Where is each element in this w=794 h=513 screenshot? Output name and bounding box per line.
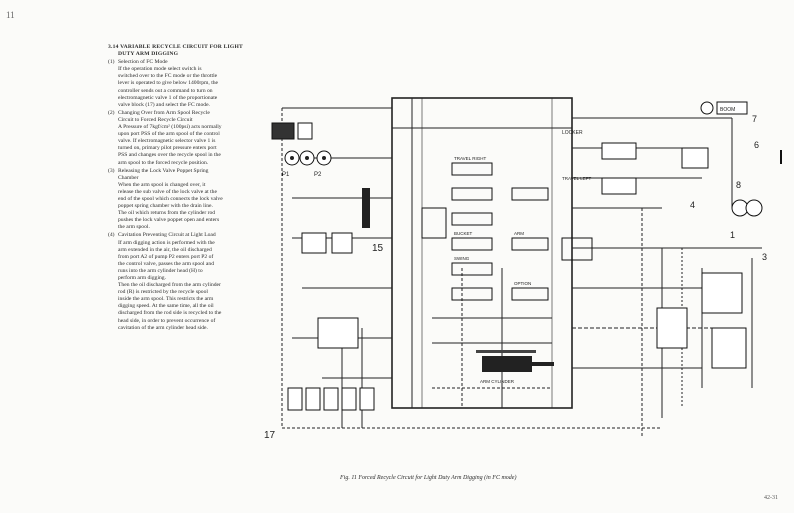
item-number: (3) (108, 167, 115, 174)
label-p1: P1 (282, 172, 290, 178)
item-body-line: rod (R) is restricted by the recycle spo… (118, 289, 208, 296)
label-4: 4 (690, 200, 695, 210)
item-body-line: If the operation mode select switch is (118, 66, 202, 73)
label-15: 15 (372, 243, 384, 254)
item-number: (4) (108, 232, 115, 239)
corner-mark: 11 (6, 10, 15, 20)
item-heading-text: Cavitation Preventing Circuit at Light L… (118, 232, 216, 239)
figure-caption: Fig. 11 Forced Recycle Circuit for Light… (340, 475, 517, 481)
page-number: 42-31 (764, 495, 778, 501)
section-title-line1: 3.14 VARIABLE RECYCLE CIRCUIT FOR LIGHT (108, 44, 243, 50)
section-title: 3.14 VARIABLE RECYCLE CIRCUIT FOR LIGHT … (108, 44, 270, 58)
item-body-line: electromagnetic valve 1 of the proportio… (118, 94, 218, 101)
item-body-line: A Pressure of 7kgf/cm² (100psi) acts nor… (118, 124, 222, 131)
item-body-line: upon port PSS of the arm spool of the co… (118, 131, 220, 138)
label-17: 17 (264, 430, 276, 441)
item-body-line: switched over to the FC mode or the thro… (118, 73, 218, 80)
label-swing: SWING (454, 256, 470, 261)
label-p2: P2 (314, 172, 322, 178)
item-heading: (3)Releasing the Lock Valve Poppet Sprin… (108, 168, 270, 175)
item-body-line: valve. If electromagnetic selector valve… (118, 138, 216, 145)
item-body-line: end of the spool which connects the lock… (118, 195, 223, 202)
item-heading: (2)Changing Over from Arm Spool Recycle (108, 110, 270, 117)
item-heading-text: Selection of FC Mode (118, 59, 168, 66)
item-body-line: The oil which returns from the cylinder … (118, 210, 216, 217)
item-body-line: perform arm digging. (118, 275, 167, 281)
label-option: OPTION (514, 281, 531, 286)
item-body-line: arm spool to the forced recycle position… (118, 159, 209, 166)
item-body-line: the control valve, passes the arm spool … (118, 260, 215, 267)
label-travel-right: TRAVEL RIGHT (454, 156, 487, 161)
item-number: (1) (108, 59, 115, 66)
item-heading: (4)Cavitation Preventing Circuit at Ligh… (108, 232, 270, 239)
item-body-line: pushes the lock valve poppet open and en… (118, 217, 220, 224)
hydraulic-circuit-diagram: 17 15 7 6 8 4 3 1 P1 P2 BOOM LOCKER TRAV… (264, 97, 767, 441)
section-item: (3)Releasing the Lock Valve Poppet Sprin… (108, 168, 270, 232)
item-heading-line2: Chamber (118, 174, 139, 181)
section-title-line2: DUTY ARM DIGGING (118, 51, 179, 58)
item-body-line: cavitation of the arm cylinder head side… (118, 324, 208, 331)
item-body-line: runs into the arm cylinder head (H) to (118, 267, 203, 274)
item-body-line: PSS and changes over the recycle spool i… (118, 152, 221, 159)
item-body-line: release the sub valve of the lock valve … (118, 188, 217, 195)
item-body-line: controller sends out a command to turn o… (118, 87, 213, 94)
item-number: (2) (108, 109, 115, 116)
label-7: 7 (752, 114, 757, 124)
item-body-line: head side, in order to prevent occurrenc… (118, 317, 216, 324)
item-body-line: When the arm spool is changed over, it (118, 181, 206, 188)
item-heading-line2: Circuit to Forced Recycle Circuit (118, 116, 193, 123)
item-body-line: digging speed. At the same time, all the… (118, 303, 214, 310)
label-boom: BOOM (720, 107, 735, 113)
item-body-line: turned on, primary pilot pressure enters… (118, 145, 217, 152)
item-body-line: poppet spring chamber with the drain lin… (118, 203, 213, 210)
text-column: 3.14 VARIABLE RECYCLE CIRCUIT FOR LIGHT … (108, 44, 270, 332)
item-body-line: from port A2 of pump P2 enters port P2 o… (118, 253, 214, 260)
label-3: 3 (762, 252, 767, 262)
label-travel-left: TRAVEL LEFT (562, 176, 592, 181)
item-body-line: lever is operated to give below 1400rpm,… (118, 80, 219, 87)
label-arm: ARM (514, 231, 524, 236)
item-heading-text: Releasing the Lock Valve Poppet Spring (118, 167, 209, 174)
label-1: 1 (730, 230, 735, 240)
item-body-line: discharged from the rod side is recycled… (118, 310, 222, 317)
label-6: 6 (754, 140, 759, 150)
margin-mark (780, 150, 782, 164)
item-body-line: inside the arm spool. This restricts the… (118, 296, 214, 303)
item-heading: (1)Selection of FC Mode (108, 59, 270, 66)
label-8: 8 (736, 180, 741, 190)
label-arm-cylinder: ARM CYLINDER (480, 379, 515, 384)
item-body-line: If arm digging action is performed with … (118, 239, 215, 246)
item-body-line: valve block (17) and select the FC mode. (118, 101, 210, 108)
label-locker: LOCKER (562, 130, 583, 136)
item-heading-text: Changing Over from Arm Spool Recycle (118, 109, 210, 116)
label-bucket: BUCKET (454, 231, 473, 236)
item-body-line: Then the oil discharged from the arm cyl… (118, 282, 221, 289)
item-body-line: the arm spool. (118, 224, 150, 231)
section-item: (4)Cavitation Preventing Circuit at Ligh… (108, 232, 270, 331)
item-body-line: arm extended in the air, the oil dischar… (118, 246, 212, 253)
